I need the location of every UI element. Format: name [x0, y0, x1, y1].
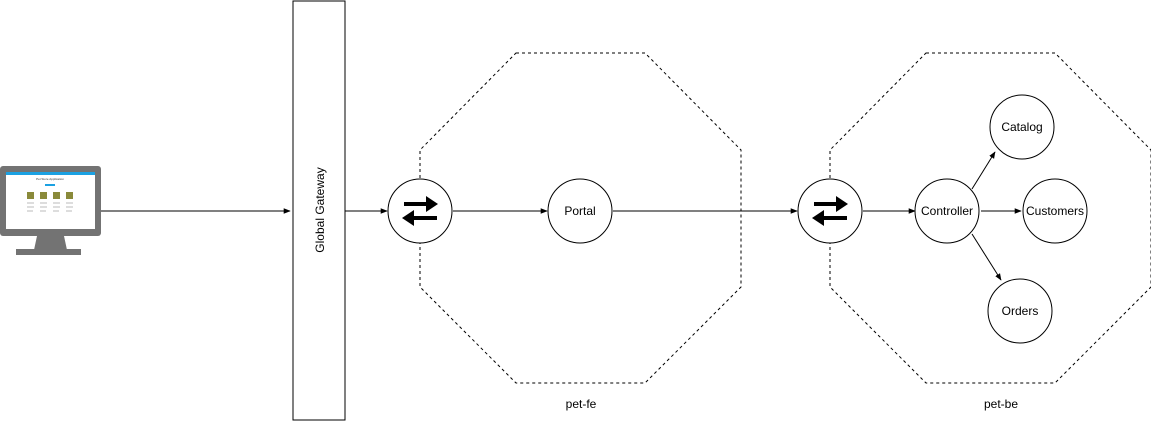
swap-arrows-icon [402, 196, 438, 226]
node-catalog: Catalog [989, 94, 1055, 160]
global-gateway-label: Global Gateway [313, 167, 327, 252]
edge-controller-catalog [971, 151, 996, 190]
router-fe [387, 178, 453, 244]
zone-pet-be [829, 52, 1151, 384]
node-portal-label: Portal [564, 204, 595, 218]
swap-arrows-icon [812, 196, 848, 226]
node-orders-label: Orders [1002, 304, 1039, 318]
zone-label-pet-fe: pet-fe [566, 397, 597, 411]
node-catalog-label: Catalog [1001, 120, 1042, 134]
node-orders: Orders [987, 278, 1053, 344]
zone-label-pet-be: pet-be [984, 397, 1018, 411]
node-customers-label: Customers [1026, 204, 1084, 218]
edge-controller-orders [971, 233, 1002, 281]
node-controller: Controller [914, 178, 980, 244]
node-customers: Customers [1022, 178, 1088, 244]
node-controller-label: Controller [921, 204, 973, 218]
monitor-icon: Pet Store Application [0, 166, 101, 255]
router-be [797, 178, 863, 244]
screen-title: Pet Store Application [36, 177, 64, 181]
global-gateway [292, 0, 346, 421]
node-portal: Portal [547, 178, 613, 244]
